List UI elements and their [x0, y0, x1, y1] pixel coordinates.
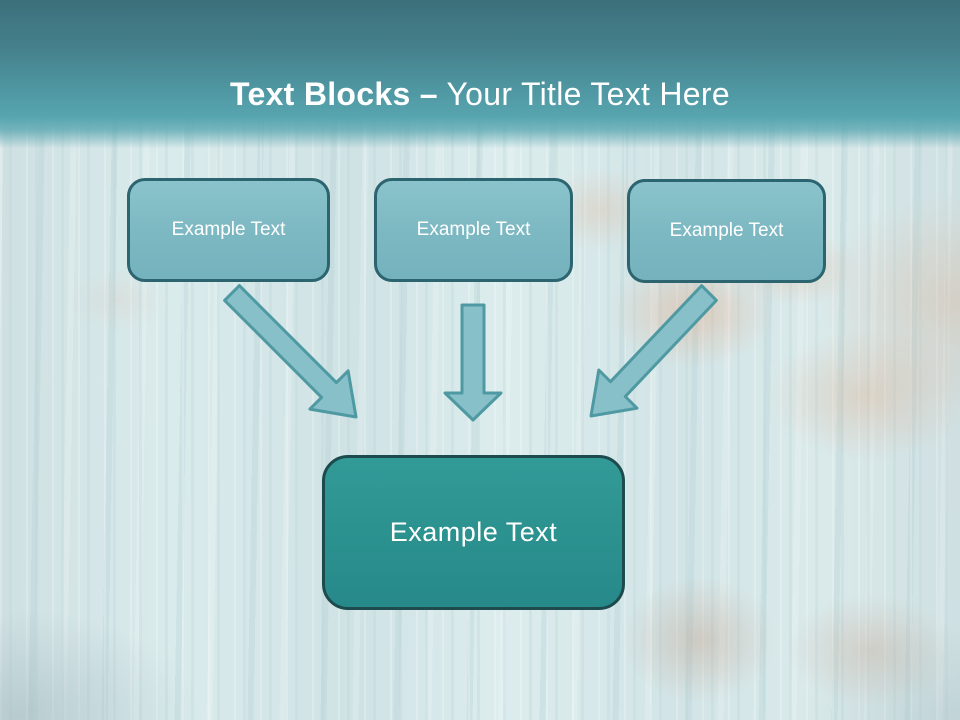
text-block-1: Example Text: [127, 178, 330, 282]
page-title-emphasis: Text Blocks –: [230, 76, 438, 113]
result-text-block: Example Text: [322, 455, 625, 610]
title-band: [0, 0, 960, 150]
down-arrow-icon: [443, 303, 503, 422]
text-block-3: Example Text: [627, 179, 826, 283]
page-title: Text Blocks – Your Title Text Here: [0, 77, 960, 112]
down-left-arrow-icon: [589, 284, 718, 418]
down-right-arrow-icon: [223, 284, 358, 419]
text-block-3-label: Example Text: [669, 220, 784, 241]
page-title-rest: Your Title Text Here: [437, 76, 730, 113]
text-block-2-label: Example Text: [416, 219, 531, 240]
text-block-1-label: Example Text: [171, 219, 286, 240]
result-text-block-label: Example Text: [389, 517, 558, 547]
text-block-2: Example Text: [374, 178, 573, 282]
